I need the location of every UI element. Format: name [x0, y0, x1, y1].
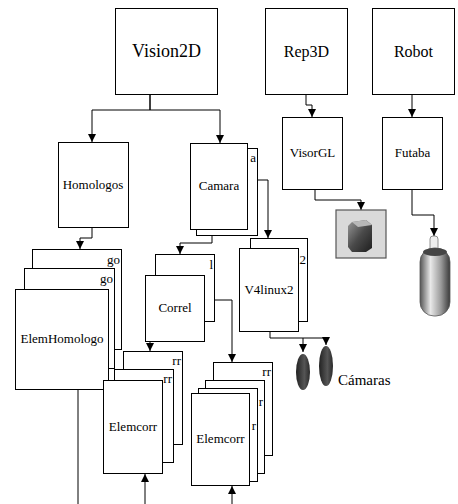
module-name: V4linux2	[244, 283, 293, 297]
fragment-text: l	[209, 258, 213, 271]
connector	[80, 228, 92, 249]
module-box: Elemcorr	[191, 393, 250, 486]
module-box: ElemHomologo	[15, 289, 109, 390]
robot-arm-icon	[412, 190, 450, 316]
fragment-text: r	[252, 419, 256, 432]
fragment-text: rr	[163, 372, 172, 385]
fragment-text: rr	[262, 365, 271, 378]
module-name: Elemcorr	[109, 420, 157, 434]
module-box: Correl	[145, 275, 205, 342]
module-box: Rep3D	[265, 8, 348, 95]
fragment-text: go	[107, 253, 120, 266]
module-box: Vision2D	[115, 8, 218, 95]
module-name: Correl	[158, 301, 191, 315]
device-label: Cámaras	[338, 372, 390, 389]
module-box: V4linux2	[239, 248, 299, 332]
connector	[306, 95, 312, 117]
module-box: Robot	[372, 8, 455, 95]
module-name: Homologos	[63, 178, 124, 192]
module-name: ElemHomologo	[20, 332, 103, 346]
module-name: Camara	[199, 179, 239, 193]
fragment-text: a	[250, 151, 256, 164]
camera-icons	[270, 332, 333, 390]
fragment-text: go	[100, 272, 113, 285]
fragment-text: r	[259, 395, 263, 408]
module-name: Vision2D	[132, 42, 201, 62]
module-box: Camara	[190, 143, 248, 230]
module-box: Elemcorr	[103, 380, 163, 474]
module-box: VisorGL	[282, 117, 343, 190]
fragment-text: 2	[300, 253, 307, 266]
connector	[150, 342, 151, 351]
module-box: Futaba	[382, 117, 443, 190]
connector	[150, 95, 220, 143]
module-name: Rep3D	[284, 43, 329, 61]
module-name: Elemcorr	[196, 432, 244, 446]
module-name: VisorGL	[290, 146, 335, 160]
fragment-text: rr	[172, 354, 181, 367]
connector	[412, 95, 413, 117]
connector	[92, 95, 150, 142]
render-view-icon	[315, 190, 386, 258]
module-name: Robot	[394, 43, 433, 61]
module-name: Futaba	[395, 146, 430, 160]
module-box: Homologos	[58, 142, 129, 228]
